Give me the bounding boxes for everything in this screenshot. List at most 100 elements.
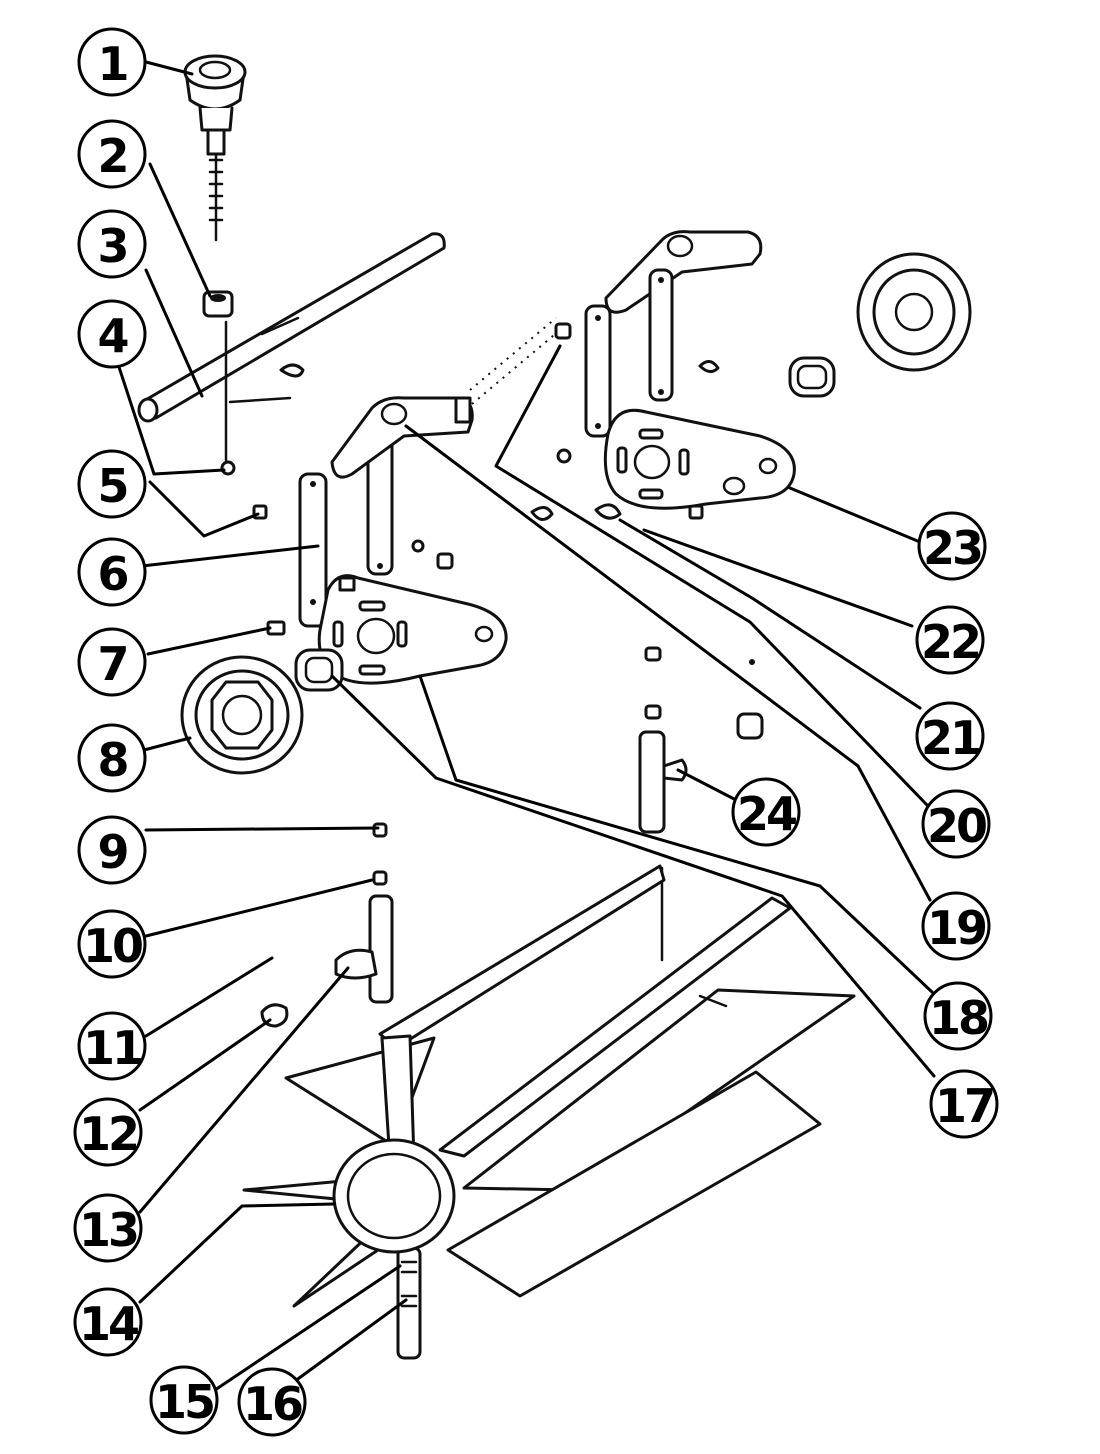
right-pulley-part [788, 252, 972, 398]
callout-circle [915, 701, 985, 771]
callout-19: 19 [921, 891, 991, 961]
callout-circle [929, 1069, 999, 1139]
callout-circle [921, 789, 991, 859]
callout-circle [237, 1367, 307, 1437]
callout-number: 15 [155, 1375, 213, 1429]
callout-10: 10 [77, 909, 147, 979]
leader-12 [138, 1018, 272, 1112]
leader-lines [116, 60, 936, 1394]
callout-15: 15 [149, 1365, 219, 1435]
callout-number: 4 [97, 309, 127, 363]
leader-19 [404, 424, 932, 902]
callout-number: 13 [79, 1203, 137, 1257]
callout-circle [77, 537, 147, 607]
callout-number: 1 [97, 37, 126, 91]
callout-number: 16 [243, 1377, 302, 1431]
knob-part [183, 54, 247, 242]
callout-13: 13 [73, 1193, 143, 1263]
callout-circle [77, 119, 147, 189]
left-link-part [298, 434, 394, 628]
leader-10 [144, 878, 374, 938]
upper-right-arm-part [554, 230, 763, 438]
callout-18: 18 [923, 981, 993, 1051]
callout-24: 24 [731, 777, 801, 847]
callout-number: 18 [929, 991, 988, 1045]
leader-3 [144, 268, 204, 398]
leader-23 [788, 486, 922, 544]
callout-circle [77, 723, 147, 793]
callout-16: 16 [237, 1367, 307, 1437]
rod-part [137, 232, 446, 423]
leader-16 [278, 1298, 408, 1394]
callout-22: 22 [915, 605, 985, 675]
callout-17: 17 [929, 1069, 999, 1139]
bearing-part [294, 648, 344, 692]
callout-number: 2 [97, 129, 126, 183]
callout-23: 23 [917, 511, 987, 581]
leader-14 [138, 1202, 336, 1304]
callout-circle [915, 605, 985, 675]
leader-13 [138, 966, 350, 1214]
leader-1 [144, 60, 194, 76]
callout-number: 20 [927, 799, 986, 853]
callout-circle [149, 1365, 219, 1435]
callout-number: 9 [97, 825, 127, 879]
callout-number: 3 [97, 219, 126, 273]
callout-2: 2 [77, 119, 147, 189]
callout-21: 21 [915, 701, 985, 771]
callout-number: 6 [97, 547, 127, 601]
leader-20 [494, 344, 930, 808]
callout-12: 12 [73, 1097, 143, 1167]
callout-circle [73, 1097, 143, 1167]
callout-circle [921, 891, 991, 961]
callout-number: 23 [923, 521, 981, 575]
callout-circle [77, 449, 147, 519]
callout-8: 8 [77, 723, 147, 793]
callout-circle [917, 511, 987, 581]
callout-number: 22 [921, 615, 979, 669]
leader-6 [140, 544, 320, 568]
upper-left-arm-part [330, 317, 561, 479]
leader-2 [148, 162, 212, 298]
leader-8 [142, 736, 192, 752]
nut-part [202, 290, 234, 318]
pulley-part [180, 655, 304, 775]
callout-6: 6 [77, 537, 147, 607]
reel-part [242, 864, 856, 1360]
callout-number: 10 [83, 919, 142, 973]
callout-number: 17 [935, 1079, 993, 1133]
callout-circle [77, 299, 147, 369]
callout-4: 4 [77, 299, 147, 369]
callout-7: 7 [77, 627, 147, 697]
callout-20: 20 [921, 789, 991, 859]
callout-circle [77, 815, 147, 885]
callout-circle [73, 1193, 143, 1263]
callout-3: 3 [77, 209, 147, 279]
callout-number: 8 [97, 733, 127, 787]
leader-22 [642, 528, 914, 628]
callout-5: 5 [77, 449, 147, 519]
callout-number: 19 [927, 901, 986, 955]
small-nut-part [411, 360, 764, 740]
callout-circle [77, 1011, 147, 1081]
callout-14: 14 [73, 1287, 143, 1357]
callout-circle [77, 209, 147, 279]
callout-number: 21 [921, 711, 979, 765]
left-bracket-part [317, 574, 508, 685]
callout-number: 5 [97, 459, 126, 513]
callout-1: 1 [77, 27, 147, 97]
callout-number: 24 [737, 787, 796, 841]
leader-21 [618, 518, 922, 710]
callout-circle [77, 627, 147, 697]
leader-11 [144, 956, 274, 1038]
right-bracket-part [603, 408, 796, 510]
leader-7 [146, 626, 272, 656]
callout-11: 11 [77, 1011, 147, 1081]
leader-17 [330, 674, 936, 1078]
leader-18 [418, 674, 934, 994]
leader-15 [210, 1264, 402, 1394]
callout-circle [73, 1287, 143, 1357]
callout-number: 7 [97, 637, 126, 691]
